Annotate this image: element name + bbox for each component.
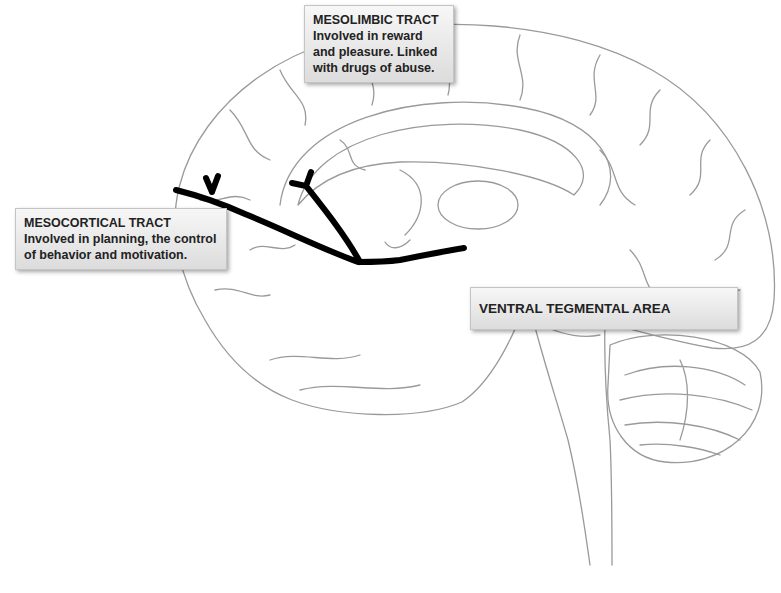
tract-description: Involved in planning, the control of beh… — [24, 231, 218, 263]
cerebellum-folia — [620, 360, 752, 455]
gyri-lines — [200, 30, 745, 390]
mesolimbic-branch — [292, 172, 360, 262]
cerebellum — [608, 335, 762, 463]
brainstem — [528, 300, 612, 565]
tract-heading: MESOLIMBIC TRACT — [313, 12, 445, 28]
tract-heading: MESOCORTICAL TRACT — [24, 215, 218, 231]
area-label: VENTRAL TEGMENTAL AREA — [479, 301, 729, 317]
thalamus — [438, 181, 518, 229]
cingulate-gyrus — [280, 102, 611, 205]
mesocortical-branch — [206, 176, 218, 192]
corpus-callosum — [298, 124, 583, 205]
callout-box: MESOCORTICAL TRACTInvolved in planning, … — [15, 208, 227, 270]
callout-box: MESOLIMBIC TRACTInvolved in reward and p… — [304, 5, 454, 83]
tract-description: Involved in reward and pleasure. Linked … — [313, 28, 445, 76]
callout-box: VENTRAL TEGMENTAL AREA — [470, 287, 738, 330]
cerebrum-outline — [175, 24, 774, 414]
fornix — [385, 170, 421, 248]
